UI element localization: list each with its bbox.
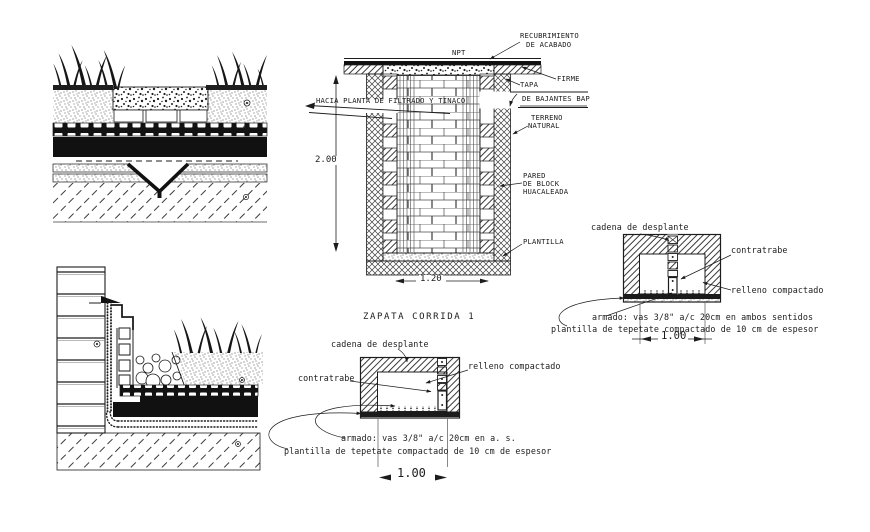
v-drain-icon bbox=[126, 162, 190, 198]
recubrimiento-label-line2: DE ACABADO bbox=[526, 40, 572, 49]
zapata1-cadena-label: cadena de desplante bbox=[331, 339, 429, 349]
firme-band-left bbox=[343, 64, 384, 75]
pared-label-line3: HUACALEADA bbox=[523, 187, 569, 196]
plantilla-strip bbox=[623, 299, 721, 302]
footing-slab bbox=[360, 411, 460, 417]
zapata-corrida-detail-1 bbox=[268, 348, 469, 481]
pipe-to-plant bbox=[308, 105, 451, 119]
dimension bbox=[632, 302, 712, 344]
parapet-wall bbox=[56, 266, 106, 434]
wall-course-joints bbox=[57, 274, 105, 429]
zapata1-relleno-label: relleno compactado bbox=[468, 361, 561, 371]
zapata1-contratrabe-label: contratrabe bbox=[298, 373, 355, 383]
tapa-label: TAPA bbox=[520, 80, 539, 89]
wall-left bbox=[623, 254, 640, 294]
soil-layer bbox=[174, 352, 263, 385]
detail-title: ZAPATA CORRIDA 1 bbox=[363, 312, 476, 322]
plantilla-label: PLANTILLA bbox=[523, 237, 564, 246]
zapata-corrida-detail-2 bbox=[558, 233, 732, 344]
zapata1-plantilla-label: plantilla de tepetate compactado de 10 c… bbox=[284, 446, 552, 456]
pared-label-line1: PARED bbox=[523, 171, 546, 180]
firme-band-right bbox=[493, 64, 542, 75]
cadena-band-right bbox=[677, 234, 721, 254]
keynote-bubble bbox=[243, 99, 251, 200]
cadena-band bbox=[360, 357, 460, 372]
leader-lines bbox=[268, 348, 469, 450]
cadena-band-left bbox=[623, 234, 668, 254]
pipe-from-bajantes bbox=[509, 91, 588, 108]
rebar-row-right bbox=[678, 289, 704, 294]
width-dimension: 1.20 bbox=[419, 274, 443, 284]
terreno-bottom bbox=[366, 260, 511, 276]
rebar-row bbox=[378, 406, 436, 412]
flashing-icon bbox=[101, 296, 121, 303]
zapata2-armado-label: armado: vas 3/8" a/c 20cm en ambos senti… bbox=[592, 312, 814, 322]
green-roof-edge-detail bbox=[56, 266, 263, 471]
zapata2-plantilla-label: plantilla de tepetate compactado de 10 c… bbox=[551, 324, 819, 334]
tapa-slab bbox=[382, 64, 495, 76]
zapata2-contratrabe-label: contratrabe bbox=[731, 245, 788, 255]
gravel-layer bbox=[112, 86, 209, 111]
flow-arrow-left-icon bbox=[305, 102, 315, 109]
dimension bbox=[377, 419, 448, 481]
detail-outline bbox=[359, 356, 461, 419]
zapata2-dimension: 1.00 bbox=[661, 330, 687, 342]
zapata2-relleno-label: relleno compactado bbox=[731, 285, 824, 295]
leader-lines bbox=[558, 233, 732, 327]
drainage-module-layer bbox=[52, 122, 268, 137]
wall-right bbox=[705, 254, 721, 294]
soil-gravel-boundary bbox=[171, 351, 187, 391]
bajantes-label: DE BAJANTES BAP bbox=[522, 94, 590, 103]
terreno-label-line2: NATURAL bbox=[528, 121, 560, 130]
height-dimension: 2.00 bbox=[314, 155, 338, 165]
grass-plants-icon bbox=[53, 44, 267, 89]
footing-slab bbox=[623, 294, 721, 299]
rebar-row-left bbox=[641, 289, 667, 294]
registro-section bbox=[305, 41, 588, 284]
topsoil-edge bbox=[206, 85, 267, 90]
drainage-module-layer bbox=[119, 384, 259, 397]
terreno-label-line1: TERRENO bbox=[531, 113, 563, 122]
grass-plants-icon bbox=[173, 317, 262, 353]
paver-blocks bbox=[113, 109, 208, 123]
zapata2-cadena-label: cadena de desplante bbox=[591, 222, 689, 232]
wall-right bbox=[447, 372, 460, 412]
recubrimiento-label-line1: RECUBRIMIENTO bbox=[520, 31, 579, 40]
castillo-column bbox=[437, 358, 448, 411]
stepped-flashing bbox=[111, 304, 134, 330]
soil-layer bbox=[206, 90, 267, 123]
ground-hatch bbox=[56, 432, 261, 471]
finish-surface bbox=[344, 61, 541, 65]
horizontal-dimension bbox=[395, 278, 489, 284]
zapata1-armado-label: armado: vas 3/8" a/c 20cm en a. s. bbox=[341, 433, 516, 443]
interior bbox=[377, 371, 448, 412]
hacia-planta-label: HACIA PLANTA DE FILTRADO Y TINACO bbox=[316, 96, 466, 105]
membrane-layer bbox=[53, 137, 267, 157]
castillo-column bbox=[667, 234, 678, 295]
topsoil-edge bbox=[53, 85, 113, 90]
v-drain-wedge bbox=[128, 163, 188, 193]
keynote-bubble bbox=[93, 340, 245, 447]
pared-label-line2: DE BLOCK bbox=[523, 179, 560, 188]
zapata1-dimension: 1.00 bbox=[397, 466, 426, 480]
membrane-layer bbox=[113, 396, 258, 417]
wall-courses bbox=[57, 271, 105, 427]
green-roof-plan-detail bbox=[52, 44, 268, 223]
leader-lines bbox=[489, 41, 557, 257]
wall-membrane-strip bbox=[106, 299, 112, 415]
pipe-gap-right bbox=[479, 91, 511, 109]
drainage-blocks-column bbox=[116, 327, 134, 388]
underlayer-dotted-lines bbox=[105, 409, 259, 428]
plantilla-slab bbox=[382, 252, 495, 262]
wall-left bbox=[360, 372, 378, 412]
npt-label: NPT bbox=[452, 48, 466, 57]
soil-layer bbox=[53, 90, 113, 123]
shaft-lines bbox=[399, 76, 478, 252]
firme-label: FIRME bbox=[557, 74, 580, 83]
